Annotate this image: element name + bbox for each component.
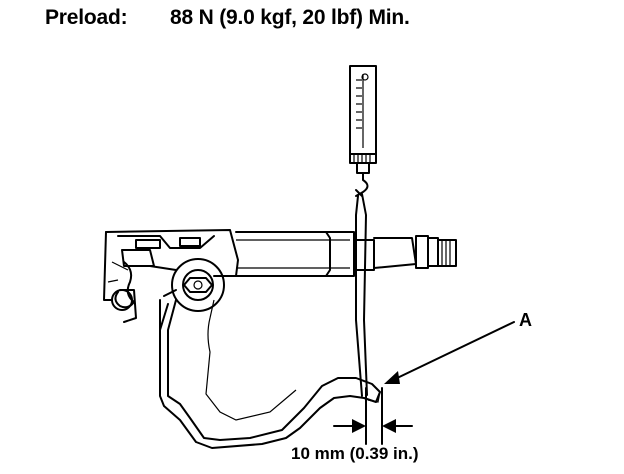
pull-wire: [355, 193, 368, 397]
callout-label-a: A: [519, 310, 532, 330]
pedal-bracket: [103, 229, 239, 331]
pivot-bolt: [171, 258, 225, 312]
preload-label: Preload:: [45, 6, 128, 29]
dimension-arrows: [333, 387, 413, 445]
spring-scale: [349, 65, 377, 197]
brake-switch: [235, 231, 457, 277]
preload-value: 88 N (9.0 kgf, 20 lbf) Min.: [170, 6, 410, 29]
callout-a-leader: [384, 321, 515, 384]
dimension-label: 10 mm (0.39 in.): [291, 444, 419, 463]
pedal-arm: [159, 299, 381, 449]
